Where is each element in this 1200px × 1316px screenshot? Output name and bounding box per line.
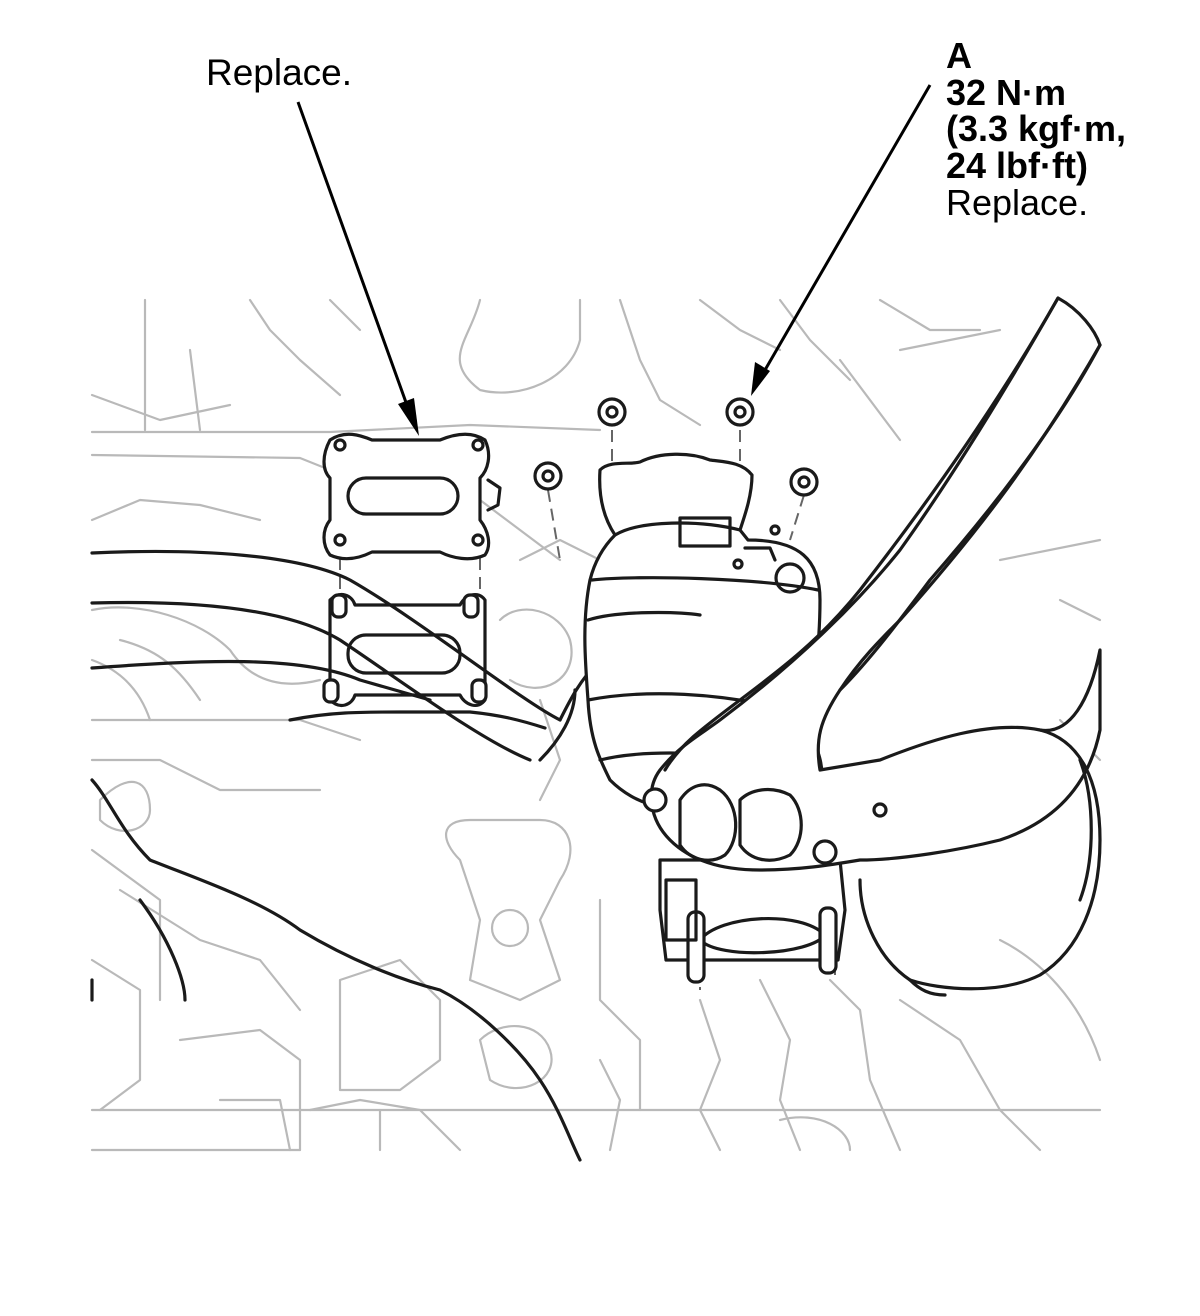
subframe-arm	[642, 296, 1102, 872]
nut	[597, 397, 627, 427]
arrow-to-gasket	[296, 101, 410, 409]
flange-nuts	[533, 397, 819, 497]
leader-arrows	[296, 84, 932, 436]
nut-a-torque-callout: A 32 N·m (3.3 kgf·m, 24 lbf·ft) Replace.	[946, 35, 1127, 223]
nut-replace-note: Replace.	[946, 181, 1089, 223]
nut	[789, 467, 819, 497]
torque-lbf: 24 lbf·ft)	[946, 145, 1088, 187]
left-flange-studs	[322, 592, 488, 708]
gasket-replace-label: Replace.	[206, 52, 353, 93]
chassis-crossmember	[90, 549, 602, 762]
rear-mount	[858, 728, 1102, 997]
nut	[533, 461, 563, 491]
torque-kgf: (3.3 kgf·m,	[946, 108, 1127, 150]
callout-letter-a: A	[946, 35, 972, 76]
arrow-to-nut-a	[763, 84, 932, 371]
frame-outline	[90, 778, 582, 1162]
torque-nm: 32 N·m	[946, 71, 1067, 113]
arrow-head-gasket	[398, 398, 419, 436]
lower-pipe-flange	[658, 858, 847, 984]
background-engine-outline	[90, 298, 1102, 1152]
arrow-head-nut-a	[751, 362, 770, 396]
left-gasket	[322, 432, 502, 561]
nut	[725, 397, 755, 427]
